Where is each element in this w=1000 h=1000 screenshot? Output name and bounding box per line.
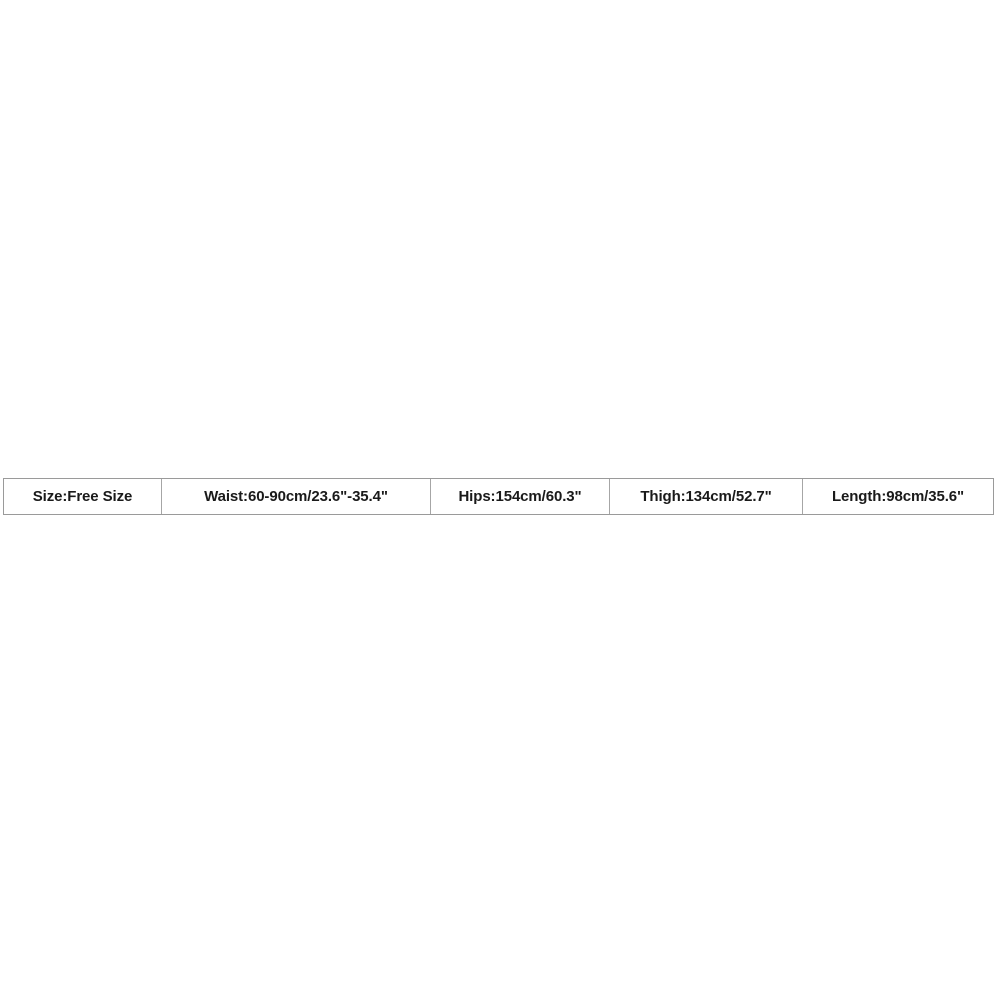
size-chart-cell-thigh-label: Thigh:134cm/52.7" [640,488,772,505]
size-chart-cell-waist-label: Waist:60-90cm/23.6"-35.4" [204,488,388,505]
size-chart-table: Size:Free Size Waist:60-90cm/23.6"-35.4"… [3,478,994,515]
size-chart-cell-thigh: Thigh:134cm/52.7" [610,479,803,514]
size-chart-cell-length: Length:98cm/35.6" [803,479,993,514]
size-chart-cell-size: Size:Free Size [4,479,162,514]
size-chart-cell-size-label: Size:Free Size [32,488,133,505]
size-chart-cell-hips: Hips:154cm/60.3" [431,479,610,514]
size-chart-cell-hips-label: Hips:154cm/60.3" [458,488,582,505]
size-chart-cell-waist: Waist:60-90cm/23.6"-35.4" [162,479,431,514]
size-chart-cell-length-label: Length:98cm/35.6" [831,488,965,505]
